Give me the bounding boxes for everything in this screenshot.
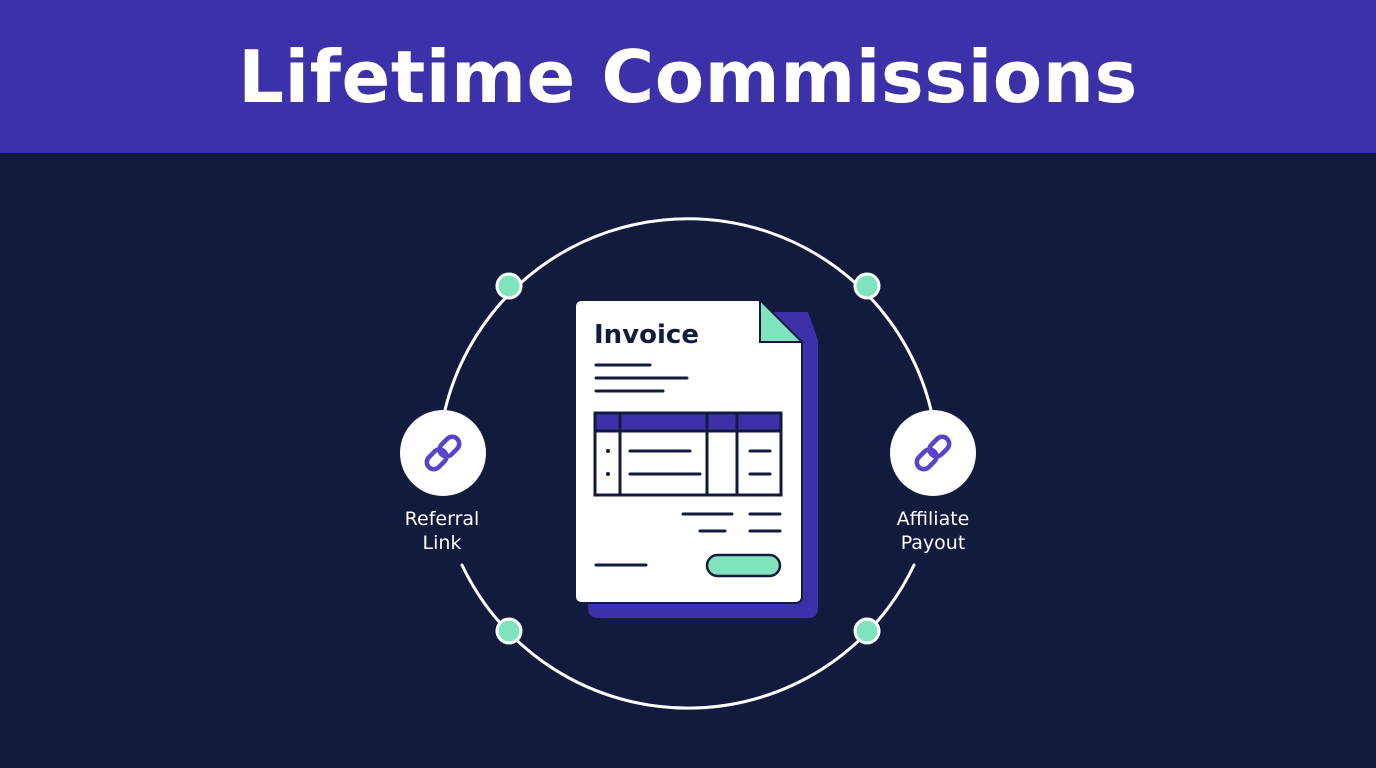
affiliate-payout-label: Affiliate Payout [863, 507, 1003, 555]
folded-corner [759, 297, 805, 343]
invoice-title: Invoice [594, 320, 699, 350]
referral-link-label: Referral Link [372, 507, 512, 555]
orbit-dot-top-left [495, 272, 523, 300]
invoice-total-lines [594, 512, 782, 567]
referral-link-node [400, 410, 486, 496]
header-banner: Lifetime Commissions [0, 0, 1376, 153]
affiliate-payout-label-line2: Payout [900, 532, 966, 554]
orbit-dot-bottom-left [495, 617, 523, 645]
referral-link-label-line1: Referral [404, 508, 480, 530]
orbit-dots [495, 272, 881, 645]
affiliate-payout-node [890, 410, 976, 496]
page-title: Lifetime Commissions [238, 34, 1138, 119]
orbit-dot-top-right [853, 272, 881, 300]
referral-link-label-line2: Link [422, 532, 462, 554]
invoice-text-lines [594, 363, 689, 393]
invoice-table [593, 411, 783, 497]
invoice-pay-pill [705, 553, 782, 578]
orbit-dot-bottom-right [853, 617, 881, 645]
affiliate-payout-label-line1: Affiliate [896, 508, 970, 530]
invoice-document: Invoice [574, 297, 818, 618]
